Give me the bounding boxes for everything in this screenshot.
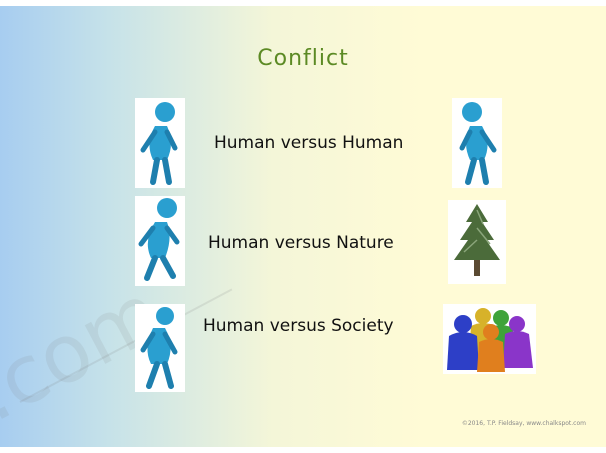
- slide: .com Conflict Human versus Human: [0, 6, 606, 447]
- human-figure-right-1: [452, 98, 502, 188]
- row-label-human-vs-human: Human versus Human: [214, 133, 404, 153]
- people-group-icon: [443, 304, 536, 374]
- copyright-text: ©2016, T.P. Fieldsay, www.chalkspot.com: [461, 420, 586, 427]
- slide-title: Conflict: [257, 46, 349, 71]
- human-figure-left-3: [135, 304, 185, 392]
- human-figure-left-1: [135, 98, 185, 188]
- tree-icon: [448, 200, 506, 284]
- human-figure-left-2: [135, 196, 185, 286]
- row-label-human-vs-nature: Human versus Nature: [208, 233, 394, 253]
- row-label-human-vs-society: Human versus Society: [203, 316, 394, 336]
